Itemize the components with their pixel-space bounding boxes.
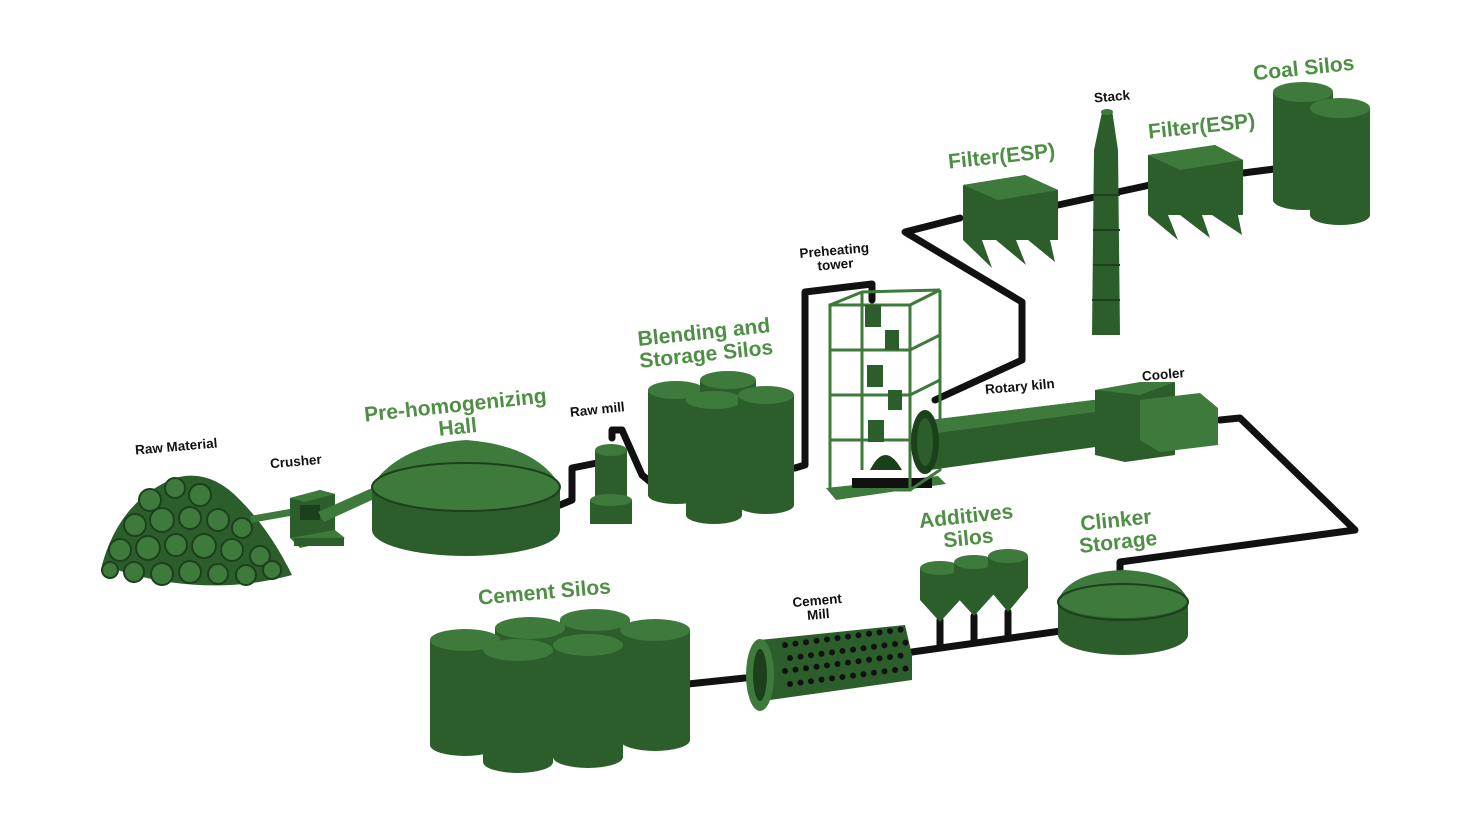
mill-hole xyxy=(803,665,809,672)
mill-hole xyxy=(792,640,799,647)
mill-hole xyxy=(818,676,825,683)
mill-hole xyxy=(855,658,862,665)
mill-hole xyxy=(834,661,841,667)
pipe-hall-to-raw-mill xyxy=(556,458,606,509)
mill-hole xyxy=(902,639,909,646)
mill-hole xyxy=(839,674,846,680)
cooler xyxy=(1095,382,1218,462)
mill-hole xyxy=(834,635,841,641)
cement-mill xyxy=(746,625,912,711)
mill-hole xyxy=(803,639,809,646)
pipe-cooler-to-clinker xyxy=(1116,414,1359,574)
rotary-kiln xyxy=(911,398,1110,474)
pipe-silos-to-tower xyxy=(791,280,876,472)
blending-silos xyxy=(648,371,794,524)
mill-hole xyxy=(887,654,893,660)
mill-hole xyxy=(824,636,830,643)
mill-hole xyxy=(855,632,862,639)
mill-hole xyxy=(850,646,856,653)
filter-esp-left xyxy=(963,175,1058,268)
clinker-storage xyxy=(1057,570,1189,655)
mill-hole xyxy=(787,655,793,661)
mill-hole xyxy=(797,653,804,660)
cement-silos xyxy=(430,609,690,773)
mill-hole xyxy=(829,649,835,656)
mill-hole xyxy=(876,655,883,662)
filter-esp-right xyxy=(1148,145,1243,240)
mill-hole xyxy=(897,652,904,659)
mill-hole xyxy=(866,656,872,663)
mill-hole xyxy=(782,642,788,648)
mill-hole xyxy=(808,678,814,685)
pipe-tower-to-filter xyxy=(901,214,1026,404)
preheating-tower xyxy=(826,288,946,500)
mill-hole xyxy=(860,645,867,652)
raw-mill xyxy=(590,444,632,524)
mill-hole xyxy=(897,626,904,633)
mill-hole xyxy=(887,628,893,634)
mill-holes xyxy=(782,626,909,687)
mill-hole xyxy=(782,668,788,674)
mill-hole xyxy=(892,641,898,647)
label-preheating-tower: Preheating tower xyxy=(799,240,871,275)
prehomogenizing-hall xyxy=(371,440,561,556)
mill-hole xyxy=(818,650,825,657)
mill-hole xyxy=(881,642,888,649)
mill-hole xyxy=(787,681,793,687)
mill-hole xyxy=(892,667,898,673)
additives-silos xyxy=(920,549,1028,622)
raw-material-pile xyxy=(101,475,295,586)
mill-hole xyxy=(845,659,851,666)
crusher xyxy=(290,490,345,548)
mill-hole xyxy=(902,665,909,672)
label-cement-mill: Cement Mill xyxy=(792,591,844,625)
stack xyxy=(1092,109,1120,335)
mill-hole xyxy=(876,629,883,636)
mill-hole xyxy=(866,630,872,637)
pipe-mill-to-cement-silos xyxy=(684,674,749,688)
mill-hole xyxy=(860,671,867,678)
mill-hole xyxy=(824,662,830,669)
mill-hole xyxy=(829,675,835,682)
mill-hole xyxy=(839,648,846,654)
mill-hole xyxy=(808,652,814,659)
mill-hole xyxy=(871,669,877,676)
label-clinker-storage: Clinker Storage xyxy=(1076,505,1158,558)
mill-hole xyxy=(871,643,877,650)
pipe-clinker-to-mill xyxy=(908,626,1072,656)
coal-silos xyxy=(1273,82,1370,225)
mill-hole xyxy=(797,679,804,686)
mill-hole xyxy=(881,668,888,675)
mill-hole xyxy=(792,666,799,673)
mill-hole xyxy=(850,672,856,679)
mill-hole xyxy=(813,663,820,670)
mill-hole xyxy=(813,637,820,644)
mill-hole xyxy=(845,633,851,640)
